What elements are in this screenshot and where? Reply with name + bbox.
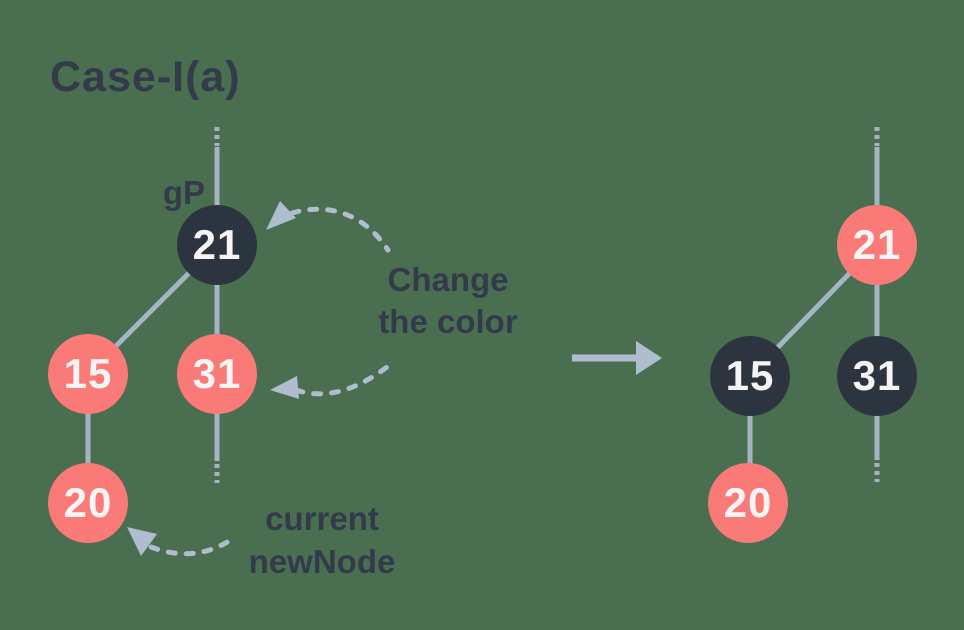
transform-arrow-head: [636, 341, 662, 375]
current-newnode-annotation-line2: newNode: [248, 543, 396, 580]
change-color-arrow-to-21-head: [266, 201, 296, 230]
change-color-annotation: Change the color: [338, 259, 558, 343]
newnode-arrow-to-20-head: [127, 527, 157, 556]
tree-before-node-21: 21: [177, 205, 257, 285]
newnode-arrow-to-20-curve: [148, 538, 232, 557]
change-color-arrow-to-31: [270, 364, 390, 399]
current-newnode-annotation-line1: current: [265, 500, 379, 537]
tree-after-node-21: 21: [837, 205, 917, 285]
transform-arrow-icon: [572, 341, 662, 375]
tree-after-node-20: 20: [708, 463, 788, 543]
tree-before-node-31: 31: [177, 334, 257, 414]
tree-before-node-20: 20: [48, 463, 128, 543]
change-color-arrow-to-31-curve: [293, 364, 390, 397]
tree-after-node-31: 31: [837, 336, 917, 416]
current-newnode-annotation: current newNode: [222, 497, 422, 583]
change-color-annotation-line2: the color: [378, 303, 518, 340]
grandparent-label: gP: [162, 174, 205, 211]
change-color-arrow-to-21-curve: [289, 206, 391, 253]
newnode-arrow-to-20: [127, 527, 232, 557]
change-color-annotation-line1: Change: [387, 261, 509, 298]
change-color-arrow-to-21: [266, 201, 391, 253]
tree-after-edges: [747, 127, 880, 503]
page-title: Case-I(a): [50, 53, 241, 101]
change-color-arrow-to-31-head: [270, 376, 299, 399]
tree-before-node-15: 15: [48, 334, 128, 414]
tree-after-node-15: 15: [710, 336, 790, 416]
